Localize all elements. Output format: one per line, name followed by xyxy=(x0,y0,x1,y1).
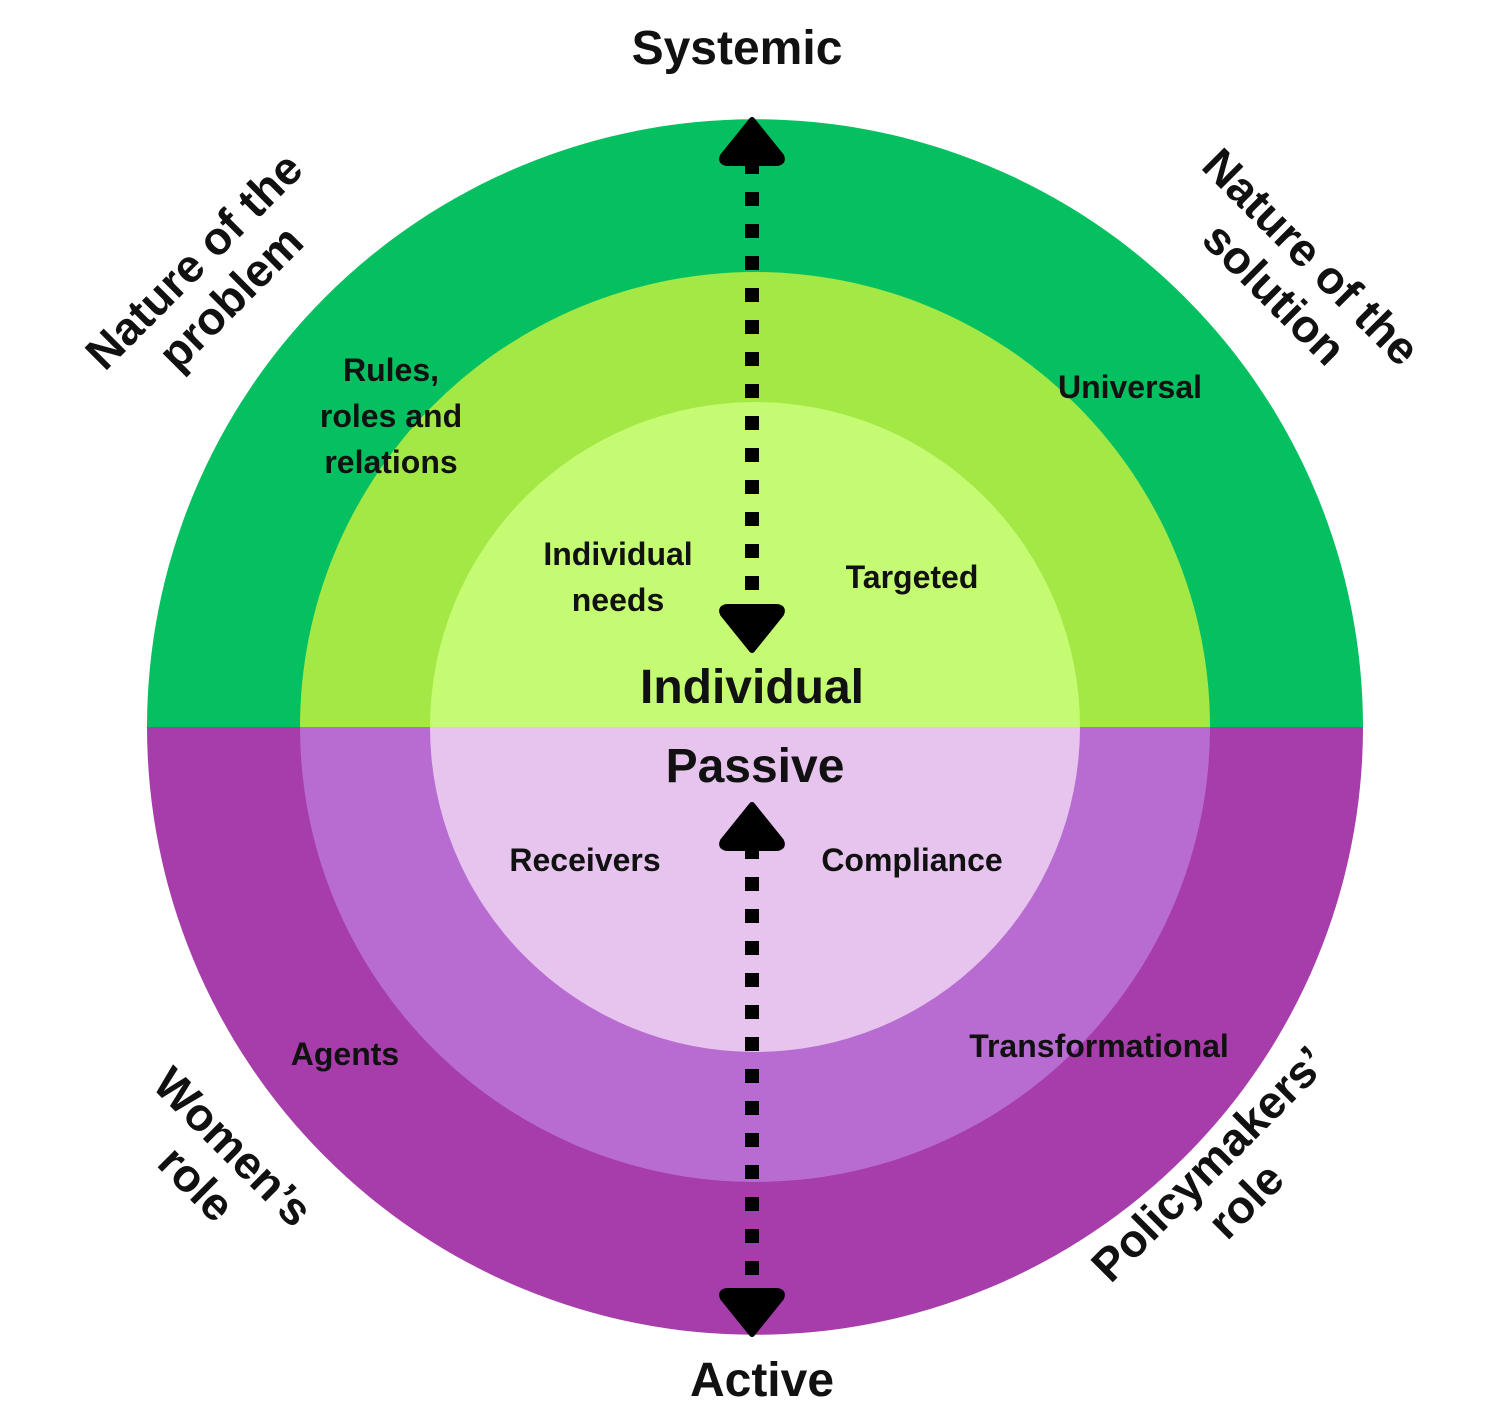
arrowhead-up-icon xyxy=(719,802,785,851)
ring-label-compliance: Compliance xyxy=(821,842,1002,878)
passive-active-arrow xyxy=(719,802,785,1337)
systemic-individual-arrow xyxy=(719,117,785,653)
ring-label-targeted: Targeted xyxy=(846,559,979,595)
ring-label-individual-needs: Individual needs xyxy=(543,536,692,618)
svg-text:Rules,: Rules, xyxy=(343,352,439,388)
arrowhead-down-icon xyxy=(719,1288,785,1337)
svg-text:roles and: roles and xyxy=(320,398,462,434)
arrowhead-down-icon xyxy=(719,604,785,653)
svg-text:needs: needs xyxy=(572,582,664,618)
arrowhead-up-icon xyxy=(719,117,785,166)
ring-label-receivers: Receivers xyxy=(509,842,660,878)
axis-label-active: Active xyxy=(690,1354,834,1407)
svg-text:relations: relations xyxy=(324,444,457,480)
ring-label-universal: Universal xyxy=(1058,369,1202,405)
svg-text:Individual: Individual xyxy=(543,536,692,572)
inner-circle-top-half xyxy=(430,402,1080,727)
axis-label-passive: Passive xyxy=(666,740,845,793)
ring-label-agents: Agents xyxy=(291,1036,399,1072)
ring-label-rules-roles-relations: Rules, roles and relations xyxy=(320,352,462,480)
axis-label-individual: Individual xyxy=(640,661,864,714)
ring-label-transformational: Transformational xyxy=(969,1028,1229,1064)
axis-label-systemic: Systemic xyxy=(632,22,843,75)
